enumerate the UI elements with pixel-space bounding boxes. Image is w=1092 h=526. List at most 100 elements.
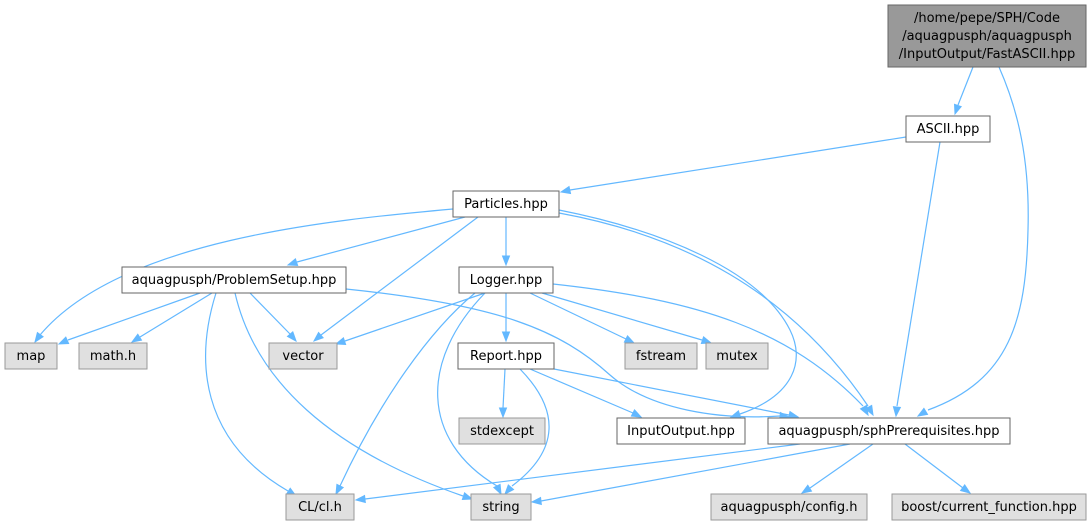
node-label: boost/current_function.hpp <box>901 500 1077 515</box>
node-box <box>452 190 560 218</box>
edge-arrowhead <box>953 103 963 116</box>
edge-ascii-to-particles <box>559 136 907 195</box>
node-particles[interactable]: Particles.hpp <box>452 190 560 218</box>
edge-line <box>67 292 201 341</box>
edge-line <box>809 443 874 489</box>
edge-arrowhead <box>354 494 366 504</box>
edge-arrowhead <box>312 331 324 342</box>
edge-particles-to-vector <box>312 216 479 342</box>
edge-line <box>904 443 964 489</box>
node-box <box>905 115 991 143</box>
edge-logger-to-sphprereq <box>552 283 869 417</box>
edge-logger-to-report <box>501 293 511 343</box>
edges-layer <box>34 66 1029 506</box>
edge-logger-to-mutex <box>541 292 713 345</box>
node-label: aquagpusph/ProblemSetup.hpp <box>132 273 337 288</box>
edge-line <box>364 443 801 500</box>
edge-problemsetup-to-vector <box>249 292 297 343</box>
node-box <box>710 493 868 521</box>
edge-line <box>320 216 479 336</box>
edge-line <box>511 368 550 487</box>
edge-arrowhead <box>700 335 713 345</box>
node-box <box>891 493 1087 521</box>
edge-sphprereq-to-configh <box>800 443 874 494</box>
edge-line <box>339 292 476 487</box>
edge-line <box>553 368 790 416</box>
edge-line <box>234 292 464 497</box>
edge-arrowhead <box>501 331 511 343</box>
edge-line <box>39 208 454 336</box>
edge-report-to-inputoutput <box>529 368 643 418</box>
edge-report-to-sphprereq <box>553 368 800 420</box>
edge-fastascii-to-ascii <box>953 66 974 116</box>
edge-particles-to-sphprereq <box>558 212 874 417</box>
edge-problemsetup-to-map <box>57 292 201 345</box>
node-box <box>4 342 58 370</box>
node-string: string <box>470 493 532 521</box>
edge-arrowhead <box>286 257 299 267</box>
edge-line <box>205 292 289 492</box>
edge-particles-to-map <box>34 208 454 344</box>
edge-line <box>552 283 864 407</box>
node-mutex: mutex <box>705 342 769 370</box>
node-label: math.h <box>90 349 136 364</box>
node-box <box>457 342 555 370</box>
node-box <box>78 342 148 370</box>
edge-arrowhead <box>559 185 572 195</box>
edge-line <box>896 141 941 407</box>
node-label: string <box>482 500 519 515</box>
edge-sphprereq-to-clh <box>354 443 801 504</box>
node-logger[interactable]: Logger.hpp <box>458 266 554 294</box>
edge-arrowhead <box>492 483 502 496</box>
edge-arrowhead <box>800 484 813 494</box>
node-label: aquagpusph/sphPrerequisites.hpp <box>778 424 999 439</box>
edge-arrowhead <box>623 334 636 344</box>
node-label: Logger.hpp <box>470 273 543 288</box>
edge-line <box>139 292 213 338</box>
node-inputoutput[interactable]: InputOutput.hpp <box>616 417 746 445</box>
edge-particles-to-inputoutput <box>558 209 797 419</box>
node-label: mutex <box>716 349 758 364</box>
edge-line <box>344 292 486 342</box>
edge-arrowhead <box>892 406 902 418</box>
node-map: map <box>4 342 58 370</box>
node-label: CL/cl.h <box>298 500 342 515</box>
node-label: vector <box>282 349 324 364</box>
edge-logger-to-fstream <box>529 292 636 344</box>
edge-line <box>927 66 1029 411</box>
edge-line <box>345 288 781 418</box>
edge-arrowhead <box>130 333 143 343</box>
node-label: /InputOutput/FastASCII.hpp <box>899 47 1075 62</box>
edge-sphprereq-to-boostcf <box>904 443 972 494</box>
node-label: Particles.hpp <box>464 197 548 212</box>
edge-line <box>540 443 851 502</box>
edge-arrowhead <box>501 255 511 267</box>
node-problemsetup[interactable]: aquagpusph/ProblemSetup.hpp <box>121 266 347 294</box>
node-label: fstream <box>636 349 686 364</box>
node-box <box>705 342 769 370</box>
node-box <box>458 417 546 445</box>
node-stdexcept: stdexcept <box>458 417 546 445</box>
node-label: /home/pepe/SPH/Code <box>914 11 1060 26</box>
edge-arrowhead <box>530 496 542 506</box>
node-sphprereq[interactable]: aquagpusph/sphPrerequisites.hpp <box>767 417 1011 445</box>
node-box <box>624 342 698 370</box>
edge-arrowhead <box>334 336 347 346</box>
node-fastascii[interactable]: /home/pepe/SPH/Code/aquagpusph/aquagpusp… <box>887 4 1087 68</box>
nodes-layer: /home/pepe/SPH/Code/aquagpusph/aquagpusp… <box>4 4 1087 521</box>
node-box <box>458 266 554 294</box>
node-box <box>887 4 1087 68</box>
edge-logger-to-string <box>437 292 502 496</box>
node-box <box>285 493 355 521</box>
edge-line <box>541 292 703 341</box>
edge-arrowhead <box>916 407 929 417</box>
edge-fastascii-to-sphprereq <box>916 66 1029 417</box>
edge-problemsetup-to-string <box>234 292 474 501</box>
node-label: /aquagpusph/aquagpusph <box>902 29 1072 44</box>
node-report[interactable]: Report.hpp <box>457 342 555 370</box>
edge-arrowhead <box>504 484 515 496</box>
node-ascii[interactable]: ASCII.hpp <box>905 115 991 143</box>
edge-line <box>249 292 291 335</box>
node-box <box>616 417 746 445</box>
node-label: InputOutput.hpp <box>627 424 735 439</box>
